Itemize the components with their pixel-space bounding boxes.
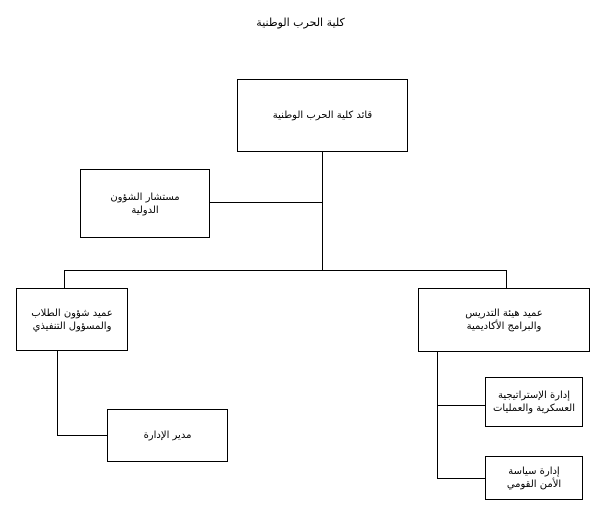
node-commander[interactable]: قائد كلية الحرب الوطنية [237,79,408,152]
connector-main-bus [64,270,507,271]
connector-dean-faculty-to-military-strategy [437,405,486,406]
node-commander-label: قائد كلية الحرب الوطنية [272,110,373,121]
node-dean-student-affairs-label: عميد شؤون الطلاب والمسؤول التنفيذي [31,307,113,332]
connector-commander-to-advisor [210,202,323,203]
node-national-security-policy[interactable]: إدارة سياسة الأمن القومي [485,456,583,500]
node-director-administration[interactable]: مدير الإدارة [107,409,228,462]
node-military-strategy-operations[interactable]: إدارة الإستراتيجية العسكرية والعمليات [485,377,583,427]
node-intl-affairs-advisor[interactable]: مستشار الشؤون الدولية [80,169,210,238]
node-military-strategy-operations-label: إدارة الإستراتيجية العسكرية والعمليات [493,390,575,414]
connector-dean-faculty-to-security-policy [437,478,486,479]
connector-bus-to-dean-faculty [506,270,507,289]
connector-dean-student-affairs-to-director [57,435,108,436]
node-dean-faculty-academics-label: عميد هيئة التدريس والبرامج الأكاديمية [465,308,543,332]
node-intl-affairs-advisor-label: مستشار الشؤون الدولية [110,191,180,216]
node-director-administration-label: مدير الإدارة [143,430,192,441]
node-dean-faculty-academics[interactable]: عميد هيئة التدريس والبرامج الأكاديمية [418,288,590,352]
connector-dean-faculty-stem [437,352,438,479]
node-dean-student-affairs[interactable]: عميد شؤون الطلاب والمسؤول التنفيذي [16,288,128,351]
connector-bus-to-dean-student-affairs [64,270,65,289]
connector-commander-stem [322,152,323,270]
connector-dean-student-affairs-stem [57,351,58,436]
page-title: كلية الحرب الوطنية [256,16,345,29]
node-national-security-policy-label: إدارة سياسة الأمن القومي [506,466,562,490]
